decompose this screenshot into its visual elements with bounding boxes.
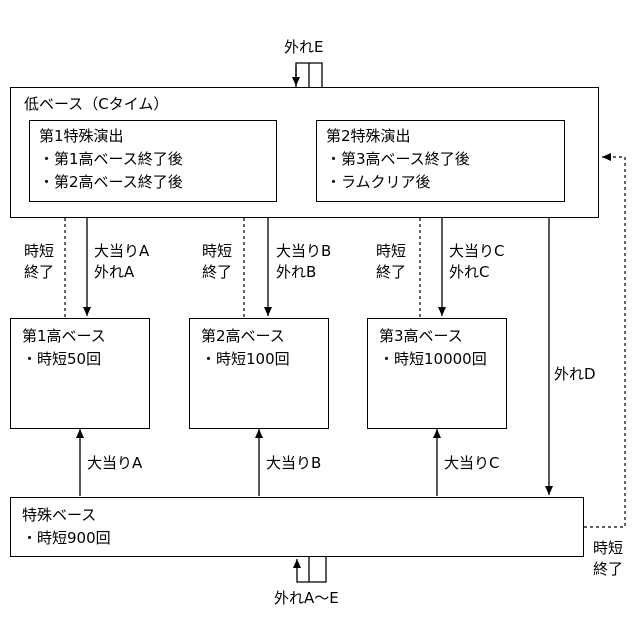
col2-jitan-end-line: 終了	[200, 262, 234, 283]
col3-jitan-end-line: 終了	[374, 262, 408, 283]
col2-jitan-end-label: 時短 終了	[200, 241, 234, 283]
special-jitan-end-line: 終了	[590, 559, 626, 580]
special-performance-1-title: 第1特殊演出	[39, 125, 124, 147]
col3-miss-line: 外れC	[449, 262, 504, 283]
special-performance-2-line: ・第3高ベース終了後	[326, 148, 470, 170]
col1-jitan-end-label: 時短 終了	[22, 241, 56, 283]
high-base-3-box: 第3高ベース ・時短10000回	[367, 318, 507, 429]
miss-a-to-e-label: 外れA～E	[274, 588, 339, 609]
high-base-2-title: 第2高ベース	[201, 325, 285, 347]
special-performance-2-box: 第2特殊演出 ・第3高ベース終了後 ・ラムクリア後	[316, 120, 565, 202]
special-performance-1-box: 第1特殊演出 ・第1高ベース終了後 ・第2高ベース終了後	[29, 120, 277, 202]
hit-a-label: 大当りA	[87, 453, 142, 474]
col1-hit-line: 大当りA	[94, 241, 149, 262]
col3-hit-line: 大当りC	[449, 241, 504, 262]
loop-miss-e-arrow	[296, 63, 322, 87]
special-jitan-end-line: 時短	[590, 538, 626, 559]
col3-jitan-end-line: 時短	[374, 241, 408, 262]
high-base-2-detail: ・時短100回	[201, 348, 290, 370]
high-base-1-box: 第1高ベース ・時短50回	[10, 318, 150, 429]
high-base-3-title: 第3高ベース	[379, 325, 463, 347]
high-base-1-detail: ・時短50回	[22, 348, 101, 370]
special-performance-1-line: ・第1高ベース終了後	[39, 148, 183, 170]
col2-miss-line: 外れB	[276, 262, 331, 283]
col1-hit-miss-label: 大当りA 外れA	[94, 241, 149, 283]
low-base-title: 低ベース（Cタイム）	[24, 93, 168, 115]
col1-jitan-end-line: 時短	[22, 241, 56, 262]
col2-jitan-end-line: 時短	[200, 241, 234, 262]
high-base-3-detail: ・時短10000回	[379, 348, 487, 370]
high-base-2-box: 第2高ベース ・時短100回	[189, 318, 329, 429]
special-performance-2-title: 第2特殊演出	[326, 125, 411, 147]
col1-miss-line: 外れA	[94, 262, 149, 283]
col2-hit-line: 大当りB	[276, 241, 331, 262]
special-jitan-end-label: 時短 終了	[590, 538, 626, 580]
col3-jitan-end-label: 時短 終了	[374, 241, 408, 283]
col3-hit-miss-label: 大当りC 外れC	[449, 241, 504, 283]
loop-miss-a-e-arrow	[297, 557, 326, 582]
special-base-box: 特殊ベース ・時短900回	[10, 497, 584, 557]
special-base-detail: ・時短900回	[22, 527, 111, 549]
special-performance-1-line: ・第2高ベース終了後	[39, 171, 183, 193]
hit-b-label: 大当りB	[266, 453, 321, 474]
special-base-title: 特殊ベース	[22, 504, 96, 526]
miss-e-label: 外れE	[284, 37, 323, 58]
special-performance-2-line: ・ラムクリア後	[326, 171, 431, 193]
miss-d-label: 外れD	[554, 364, 596, 385]
high-base-1-title: 第1高ベース	[22, 325, 106, 347]
col2-hit-miss-label: 大当りB 外れB	[276, 241, 331, 283]
col1-jitan-end-line: 終了	[22, 262, 56, 283]
hit-c-label: 大当りC	[444, 453, 499, 474]
